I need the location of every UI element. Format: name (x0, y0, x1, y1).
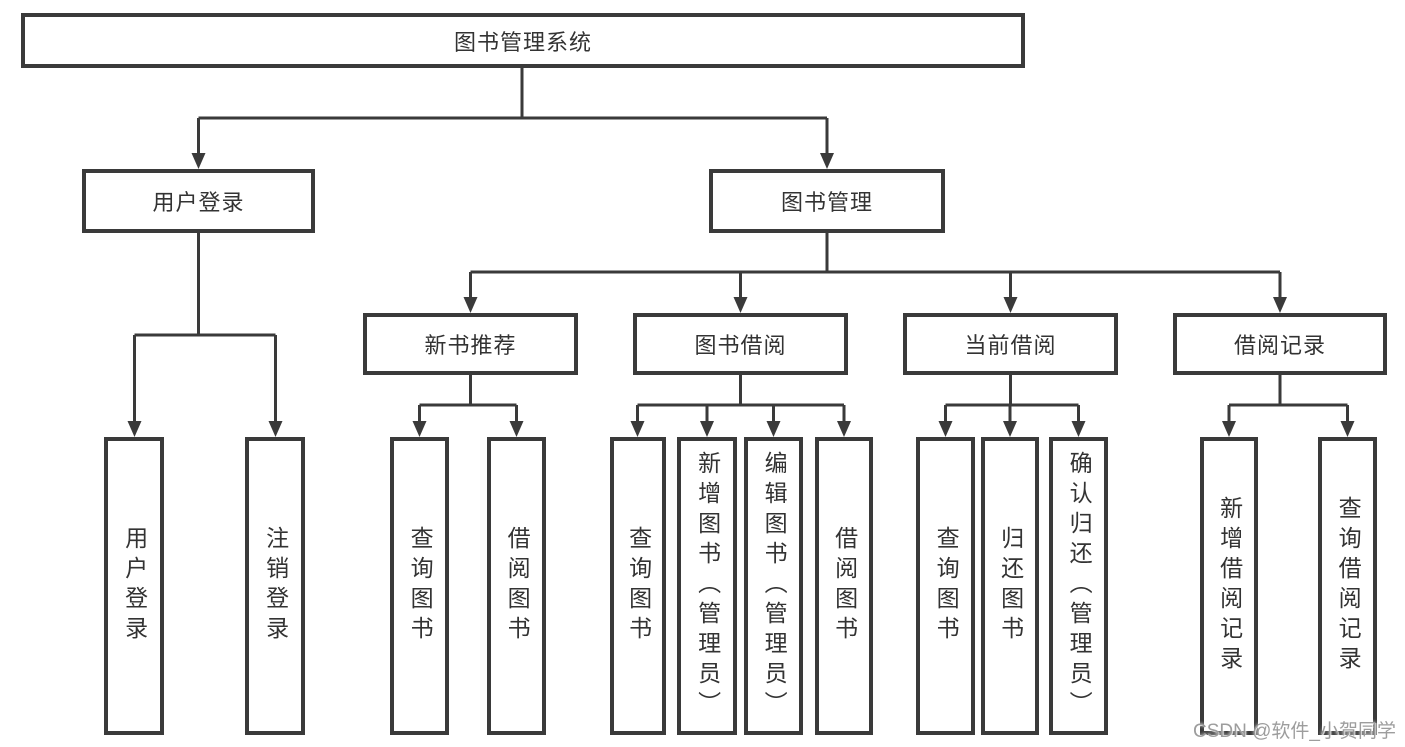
node-book-management: 图书管理 (709, 169, 945, 233)
leaf-record-add-borrow-record: 新增借阅记录 (1200, 437, 1258, 735)
node-label: 新增图书（管理员） (694, 451, 721, 721)
leaf-current-query-book: 查询图书 (916, 437, 975, 735)
leaf-current-return-book: 归还图书 (981, 437, 1039, 735)
node-label: 新书推荐 (424, 333, 517, 358)
node-user-login: 用户登录 (82, 169, 315, 233)
node-root: 图书管理系统 (21, 13, 1025, 68)
node-label: 查询图书 (933, 526, 960, 646)
leaf-borrow-borrow-book: 借阅图书 (815, 437, 873, 735)
node-label: 新增借阅记录 (1216, 496, 1243, 676)
node-label: 查询借阅记录 (1335, 496, 1362, 676)
leaf-current-confirm-return-admin: 确认归还（管理员） (1049, 437, 1108, 735)
leaf-borrow-edit-book-admin: 编辑图书（管理员） (744, 437, 803, 735)
node-new-book-recommend: 新书推荐 (363, 313, 578, 375)
node-label: 图书管理系统 (453, 29, 592, 55)
node-label: 借阅图书 (504, 526, 531, 646)
leaf-record-query-borrow-record: 查询借阅记录 (1318, 437, 1377, 735)
tree-edges (133, 67, 1349, 422)
node-label: 查询图书 (407, 526, 434, 646)
leaf-logout: 注销登录 (245, 437, 305, 735)
node-label: 编辑图书（管理员） (761, 451, 788, 721)
node-label: 注销登录 (262, 526, 289, 646)
leaf-recommend-query-book: 查询图书 (390, 437, 449, 735)
node-label: 当前借阅 (964, 333, 1057, 358)
leaf-recommend-borrow-book: 借阅图书 (487, 437, 546, 735)
node-current-borrow: 当前借阅 (903, 313, 1118, 375)
node-label: 确认归还（管理员） (1066, 451, 1093, 721)
node-label: 查询图书 (625, 526, 652, 646)
node-label: 用户登录 (152, 190, 245, 215)
csdn-watermark: CSDN @软件_小贺同学 (1193, 721, 1396, 742)
node-label: 归还图书 (997, 526, 1024, 646)
node-label: 图书借阅 (694, 333, 787, 358)
leaf-user-login: 用户登录 (104, 437, 164, 735)
node-label: 借阅图书 (831, 526, 858, 646)
node-borrow-record: 借阅记录 (1173, 313, 1387, 375)
node-label: 用户登录 (121, 526, 148, 646)
leaf-borrow-add-book-admin: 新增图书（管理员） (677, 437, 737, 735)
node-label: 借阅记录 (1233, 333, 1326, 358)
leaf-borrow-query-book: 查询图书 (610, 437, 666, 735)
node-book-borrow: 图书借阅 (633, 313, 848, 375)
node-label: 图书管理 (780, 190, 873, 215)
